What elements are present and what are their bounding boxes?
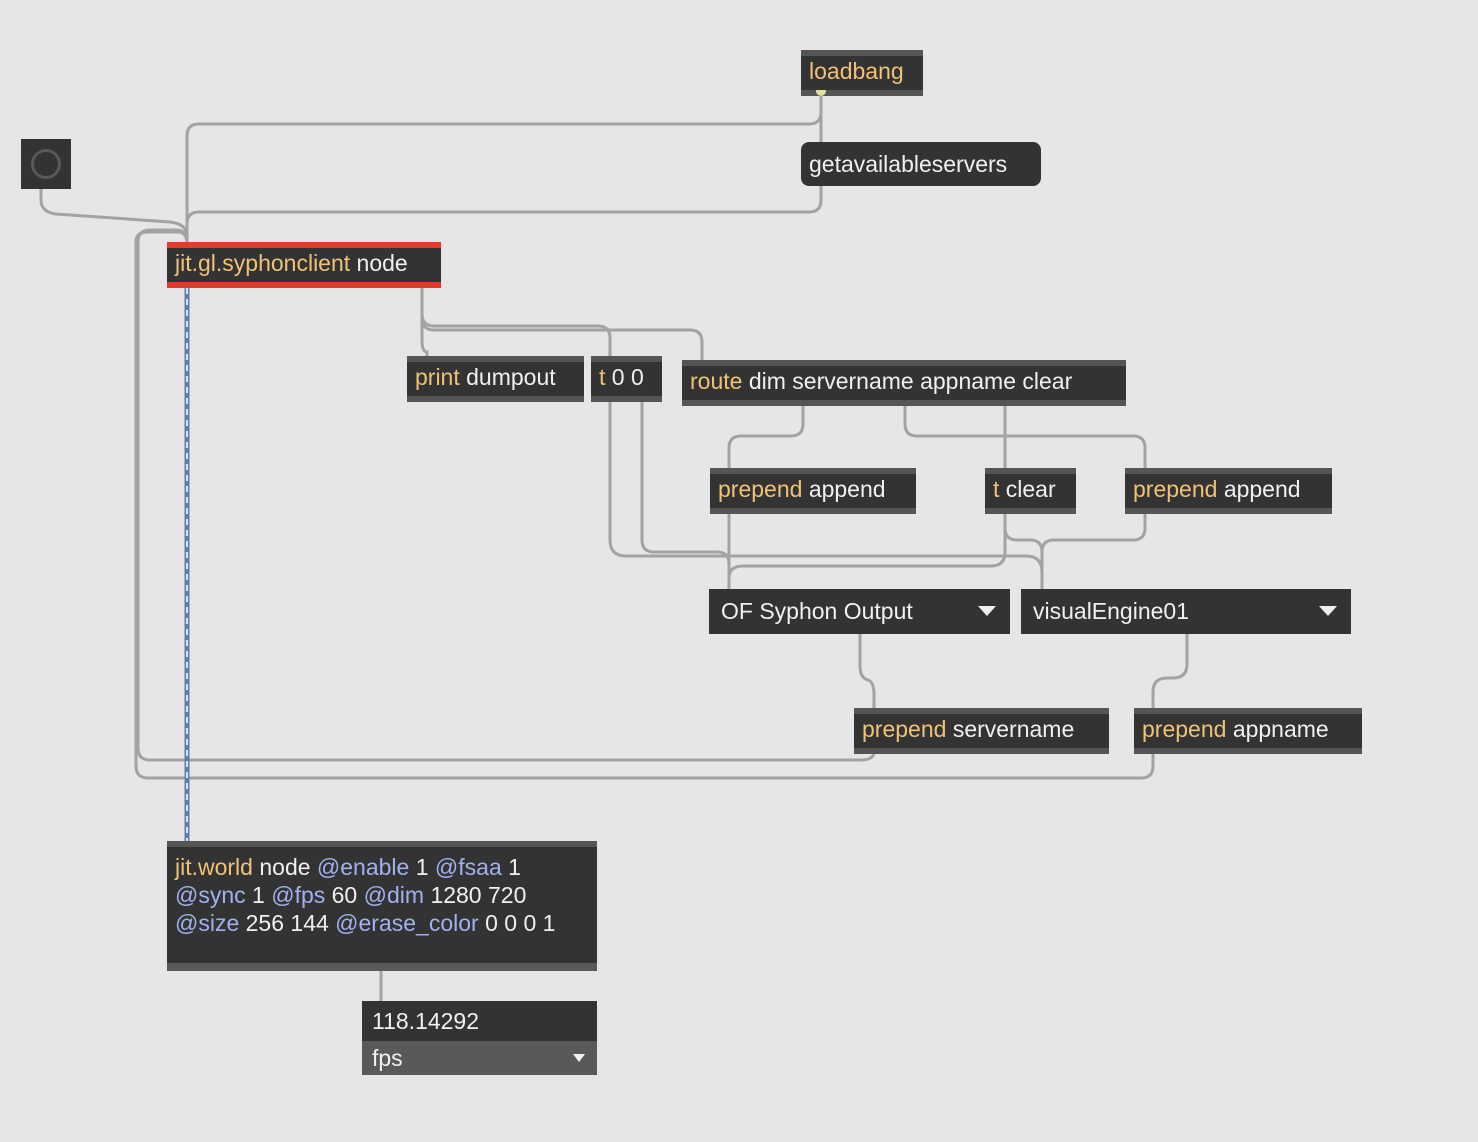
- loadbang-object[interactable]: loadbang: [801, 50, 923, 96]
- syphonclient-object[interactable]: jit.gl.syphonclient node: [167, 242, 441, 288]
- app-name-menu[interactable]: visualEngine01: [1021, 589, 1351, 634]
- attribute-name: @erase_color: [335, 910, 479, 936]
- toggle-ring-icon: [31, 149, 61, 179]
- object-args: 0 0: [611, 364, 644, 390]
- jit-world-object[interactable]: jit.world node @enable 1 @fsaa 1 @sync 1…: [167, 841, 597, 971]
- attribute-value: 1: [415, 854, 429, 880]
- message-text: getavailableservers: [809, 151, 1008, 177]
- object-keyword: print: [415, 364, 460, 390]
- fps-unit-menu[interactable]: fps: [362, 1041, 597, 1075]
- menu-selected-value: OF Syphon Output: [721, 598, 913, 624]
- object-keyword: loadbang: [809, 58, 904, 84]
- prepend-append-object-2[interactable]: prepend append: [1125, 468, 1332, 514]
- object-keyword: prepend: [1133, 476, 1218, 502]
- attribute-value: 1: [542, 910, 556, 936]
- fps-unit-label: fps: [372, 1045, 403, 1071]
- object-args: append: [808, 476, 886, 502]
- attribute-value: 1: [508, 854, 521, 880]
- attribute-name: @enable: [316, 854, 410, 880]
- outlet[interactable]: [816, 90, 826, 96]
- attribute-value: 0 0 0: [485, 910, 537, 936]
- route-object[interactable]: route dim servername appname clear: [682, 360, 1126, 406]
- toggle[interactable]: [21, 139, 71, 189]
- object-keyword: t: [993, 476, 1000, 502]
- trigger-0-0-object[interactable]: t 0 0: [591, 356, 662, 402]
- attribute-name: @fsaa: [434, 854, 502, 880]
- object-keyword: prepend: [718, 476, 803, 502]
- prepend-servername-object[interactable]: prepend servername: [854, 708, 1109, 754]
- trigger-clear-object[interactable]: t clear: [985, 468, 1076, 514]
- object-args: node: [356, 250, 408, 276]
- object-args: dumpout: [466, 364, 556, 390]
- menu-selected-value: visualEngine01: [1033, 598, 1190, 624]
- object-args: clear: [1005, 476, 1056, 502]
- object-args: append: [1223, 476, 1301, 502]
- prepend-appname-object[interactable]: prepend appname: [1134, 708, 1362, 754]
- object-keyword: prepend: [1142, 716, 1227, 742]
- print-dumpout-object[interactable]: print dumpout: [407, 356, 584, 402]
- object-arg: node: [259, 854, 311, 880]
- prepend-append-object-1[interactable]: prepend append: [710, 468, 916, 514]
- object-args: appname: [1232, 716, 1329, 742]
- attribute-value: 1280 720: [430, 882, 527, 908]
- fps-value: 118.14292: [372, 1008, 480, 1034]
- server-name-menu[interactable]: OF Syphon Output: [709, 589, 1010, 634]
- object-args: servername: [952, 716, 1075, 742]
- object-args: dim servername appname clear: [748, 368, 1073, 394]
- chevron-down-icon: [1319, 606, 1337, 616]
- chevron-down-icon: [978, 606, 996, 616]
- attribute-name: @dim: [363, 882, 425, 908]
- attribute-name: @size: [175, 910, 240, 936]
- chevron-down-icon: [573, 1054, 585, 1062]
- attribute-value: 1: [252, 882, 265, 908]
- object-keyword: route: [690, 368, 743, 394]
- attribute-name: @fps: [271, 882, 326, 908]
- object-keyword: t: [599, 364, 606, 390]
- object-keyword: jit.world: [175, 854, 253, 880]
- getavailableservers-message[interactable]: getavailableservers: [801, 142, 1041, 186]
- object-keyword: prepend: [862, 716, 947, 742]
- fps-number-box[interactable]: 118.14292: [362, 1001, 597, 1041]
- attribute-value: 256 144: [245, 910, 329, 936]
- object-keyword: jit.gl.syphonclient: [175, 250, 351, 276]
- attribute-name: @sync: [175, 882, 246, 908]
- attribute-value: 60: [331, 882, 358, 908]
